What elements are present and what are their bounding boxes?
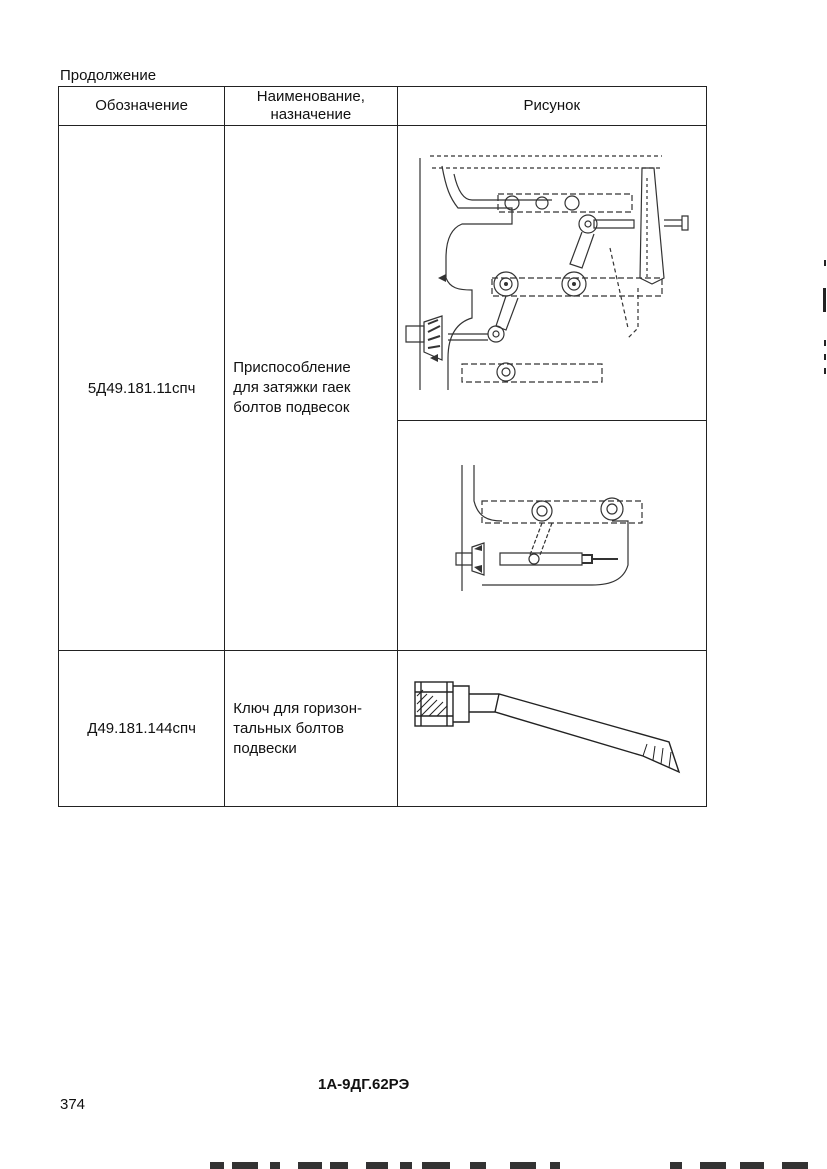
header-designation: Обозначение [57, 86, 226, 126]
header-name-purpose: Наименование, назначение [224, 86, 398, 126]
row1-code: 5Д49.181.11спч [57, 125, 226, 651]
continuation-caption: Продолжение [60, 67, 157, 84]
row2-name-line: Ключ для горизон- [233, 699, 362, 717]
row2-name-line: тальных болтов [233, 719, 344, 737]
wrench-drawing [414, 680, 680, 773]
table-row: Д49.181.144спч Ключ для горизон- тальных… [57, 650, 708, 807]
row1-name: Приспособление для затяжки гаек болтов п… [224, 125, 398, 651]
tightening-fixture-drawing-2 [455, 464, 643, 591]
header-drawing: Рисунок [396, 86, 708, 126]
scan-bottom-artifacts [210, 1162, 808, 1169]
row2-name: Ключ для горизон- тальных болтов подвеск… [224, 650, 398, 807]
row2-name-line: подвески [233, 739, 297, 757]
row1-name-line: болтов подвесок [233, 399, 350, 416]
document-code: 1А-9ДГ.62РЭ [318, 1076, 410, 1093]
table-header-row: Обозначение Наименование, назначение Рис… [57, 86, 708, 126]
row1-figure-cell-bottom [396, 420, 708, 651]
row1-name-line: для затяжки гаек [233, 379, 351, 396]
scan-edge-marks [823, 260, 826, 374]
row2-figure-cell [396, 650, 708, 807]
table-row [59, 420, 708, 651]
table-row: 5Д49.181.11спч Приспособление для затяжк… [57, 125, 708, 651]
tightening-fixture-drawing-1 [405, 155, 689, 390]
row1-figure-cell-top [396, 125, 708, 421]
page-number: 374 [60, 1096, 86, 1113]
row1-name-line: Приспособление [233, 359, 351, 376]
row2-code: Д49.181.144спч [57, 650, 226, 807]
tooling-table: Обозначение Наименование, назначение Рис… [57, 86, 708, 807]
